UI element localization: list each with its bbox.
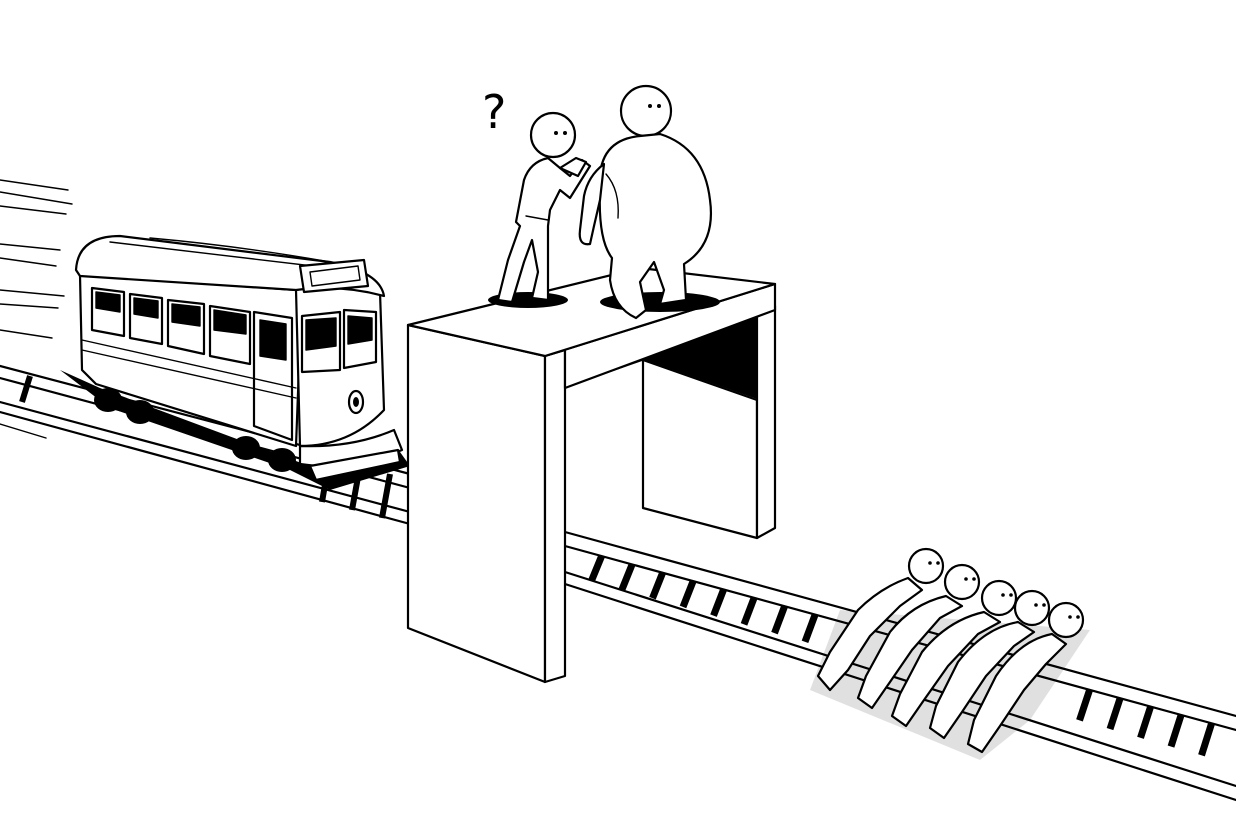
track-sleeper	[618, 563, 636, 591]
track-sleeper	[1076, 689, 1093, 722]
track-sleeper	[710, 588, 727, 617]
fat-person-head	[619, 84, 673, 138]
thin-person-head	[529, 111, 577, 159]
footbridge-front-leg	[406, 323, 547, 684]
track-sleeper	[801, 613, 819, 644]
track-sleeper	[1137, 705, 1154, 739]
fat-person	[578, 84, 720, 320]
right-sleepers	[588, 555, 1215, 757]
trolley-wheel	[126, 400, 154, 424]
track-sleeper	[1167, 714, 1185, 748]
lying-person	[856, 563, 981, 710]
lying-person	[966, 601, 1085, 754]
trolley-wheel	[94, 388, 122, 412]
lying-person	[890, 579, 1018, 728]
track-sleeper	[771, 605, 788, 635]
track-sleeper	[679, 580, 697, 609]
track-sleeper	[740, 596, 758, 626]
track-sleeper	[649, 571, 666, 600]
question-mark: ?	[482, 85, 506, 139]
thin-person	[488, 111, 592, 308]
trolley-wheel	[268, 448, 296, 472]
track-sleeper	[1106, 697, 1124, 731]
track-sleeper	[588, 555, 605, 583]
lying-person	[928, 589, 1051, 740]
people-on-track	[810, 547, 1090, 760]
trolley-wheel	[232, 436, 260, 460]
trolley	[60, 234, 410, 490]
track-sleeper	[1198, 722, 1215, 757]
lying-person	[816, 547, 945, 692]
